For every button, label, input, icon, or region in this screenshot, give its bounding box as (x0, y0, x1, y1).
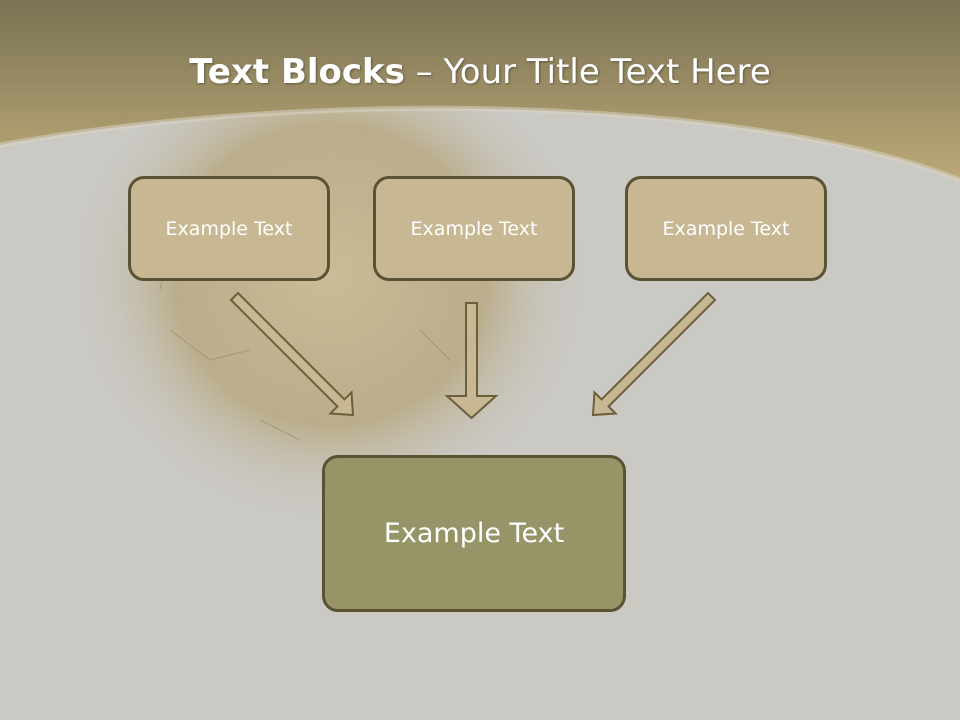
text-box-center: Example Text (373, 176, 575, 281)
slide-title: Text Blocks – Your Title Text Here (0, 52, 960, 92)
text-box-left: Example Text (128, 176, 330, 281)
text-box-center-label: Example Text (410, 217, 538, 240)
text-box-right-label: Example Text (662, 217, 790, 240)
text-box-result-label: Example Text (383, 518, 565, 549)
text-box-left-label: Example Text (165, 217, 293, 240)
arrow-center (444, 302, 499, 420)
banner-edge-highlight (0, 105, 960, 183)
title-bold: Text Blocks (189, 52, 405, 92)
title-banner (0, 0, 960, 180)
text-box-result: Example Text (322, 455, 626, 612)
title-dash: – (404, 52, 444, 92)
text-box-right: Example Text (625, 176, 827, 281)
arrow-right (591, 291, 717, 417)
title-rest: Your Title Text Here (443, 52, 771, 92)
face-texture (70, 50, 590, 550)
arrow-left (229, 291, 355, 417)
